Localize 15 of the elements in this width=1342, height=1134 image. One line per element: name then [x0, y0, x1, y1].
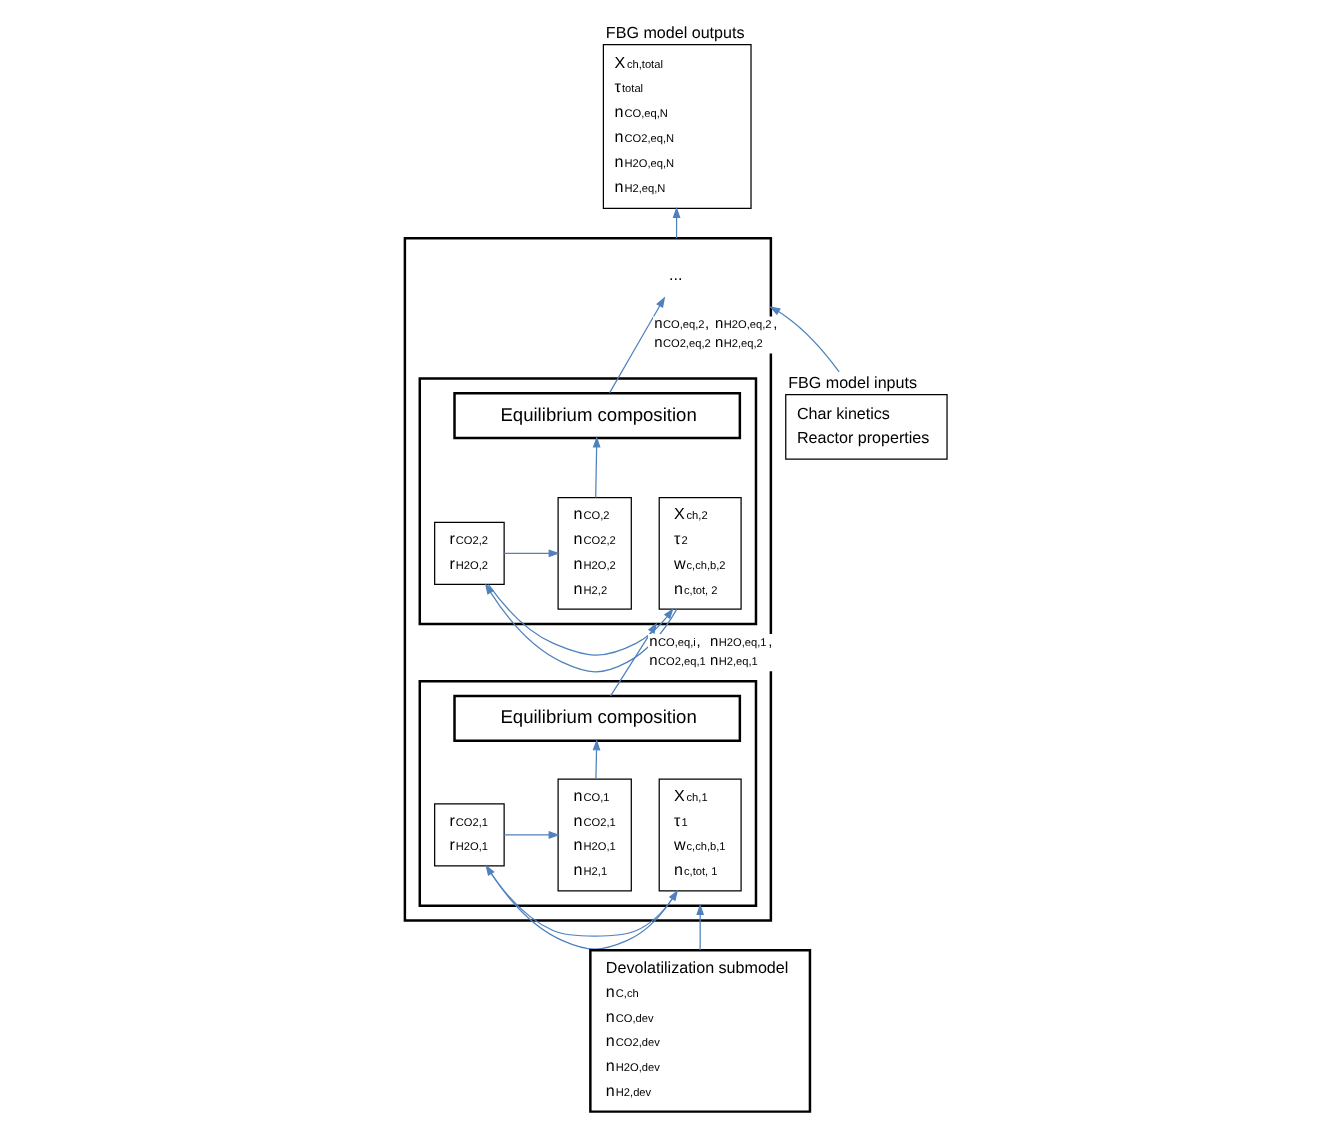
arrow: [592, 436, 601, 499]
arrow: [608, 296, 666, 394]
arrow: [484, 583, 678, 673]
arrow: [592, 739, 601, 780]
arrow: [696, 903, 705, 951]
arrow: [487, 584, 674, 656]
arrow: [769, 306, 840, 373]
arrow: [610, 622, 658, 697]
arrow: [672, 206, 681, 239]
cluster: [418, 377, 758, 626]
node-box: Equilibrium composition: [453, 392, 742, 440]
arrow: [503, 831, 560, 839]
cluster: [418, 679, 758, 907]
arrow: [503, 549, 560, 558]
node-box: Equilibrium composition: [453, 694, 742, 742]
